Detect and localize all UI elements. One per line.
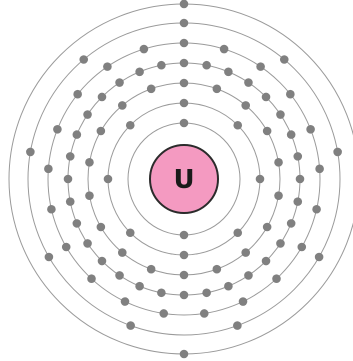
electron-shell-5 [286,90,295,99]
electron-shell-4 [98,93,107,102]
electron-shell-5 [315,165,324,174]
electron-shell-4 [180,291,189,300]
electron-shell-4 [262,257,271,266]
electron-shell-4 [202,288,211,297]
electron-shell-4 [64,175,73,184]
electron-shell-4 [244,78,253,87]
electron-shell-5 [62,243,71,252]
electron-shell-4 [98,257,107,266]
electron-shell-6 [26,148,35,157]
electron-shell-5 [73,90,82,99]
electron-shell-3 [213,84,222,93]
electron-shell-6 [45,253,54,262]
electron-shell-6 [333,148,342,157]
electron-shell-5 [200,309,209,318]
electron-shell-5 [47,205,56,214]
electron-shell-4 [180,59,189,68]
electron-shell-3 [274,158,283,167]
electron-shell-4 [83,110,92,119]
electron-shell-4 [224,68,233,77]
electron-shell-4 [157,61,166,70]
electron-shell-3 [241,101,250,110]
electron-shell-5 [53,125,62,134]
electron-shell-6 [280,55,289,64]
electron-shell-3 [147,265,156,274]
electron-shell-1 [180,119,189,128]
electron-shell-2 [256,175,265,184]
electron-shell-3 [180,79,189,88]
electron-shell-5 [44,165,53,174]
electron-shell-6 [126,321,135,330]
electron-shell-3 [263,127,272,136]
electron-shell-3 [118,248,127,257]
electron-shell-3 [97,223,106,232]
electron-shell-4 [276,239,285,248]
electron-shell-2 [233,228,242,237]
electron-shell-5 [256,62,265,71]
electron-shell-5 [180,39,189,48]
electron-shell-3 [118,101,127,110]
electron-shell-5 [239,297,248,306]
electron-shell-4 [287,130,296,139]
electron-shell-4 [73,130,82,139]
electron-shell-5 [306,125,315,134]
electron-shell-4 [135,68,144,77]
electron-shell-4 [287,219,296,228]
electron-shell-6 [79,55,88,64]
electron-shell-4 [244,271,253,280]
electron-shell-4 [202,61,211,70]
electron-shell-7 [180,0,189,8]
electron-shell-4 [83,239,92,248]
electron-shell-3 [263,223,272,232]
electron-shell-6 [233,321,242,330]
electron-shell-2 [233,121,242,130]
electron-shell-4 [115,78,124,87]
electron-shell-3 [97,127,106,136]
electron-shell-5 [121,297,130,306]
electron-shell-3 [274,191,283,200]
electron-shell-4 [157,288,166,297]
electron-shell-3 [85,191,94,200]
electron-shell-5 [103,62,112,71]
electron-shell-5 [312,205,321,214]
electron-shell-4 [224,282,233,291]
electron-shell-3 [180,271,189,280]
electron-shell-3 [85,158,94,167]
electron-shell-4 [66,152,75,161]
electron-shell-4 [135,282,144,291]
electron-shell-2 [126,121,135,130]
electron-shell-6 [180,19,189,28]
electron-shell-3 [241,248,250,257]
electron-shell-4 [293,152,302,161]
electron-shell-5 [220,45,229,54]
electron-shell-6 [315,253,324,262]
electron-shell-1 [180,231,189,240]
electron-shell-5 [140,45,149,54]
electron-shell-5 [272,274,281,283]
electron-shell-5 [87,274,96,283]
electron-shell-4 [276,110,285,119]
electron-shell-3 [213,265,222,274]
electron-shell-5 [297,243,306,252]
electron-shell-4 [66,197,75,206]
electron-shell-4 [293,197,302,206]
element-symbol: U [173,165,194,195]
electron-shell-2 [180,99,189,108]
electron-shell-4 [262,93,271,102]
electron-shell-4 [296,175,305,184]
electron-shell-2 [126,228,135,237]
electron-shell-3 [147,84,156,93]
electron-shell-4 [73,219,82,228]
electron-shell-4 [115,271,124,280]
electron-shell-7 [180,350,189,359]
electron-shell-2 [180,251,189,260]
electron-shell-5 [159,309,168,318]
electron-shell-2 [104,175,113,184]
